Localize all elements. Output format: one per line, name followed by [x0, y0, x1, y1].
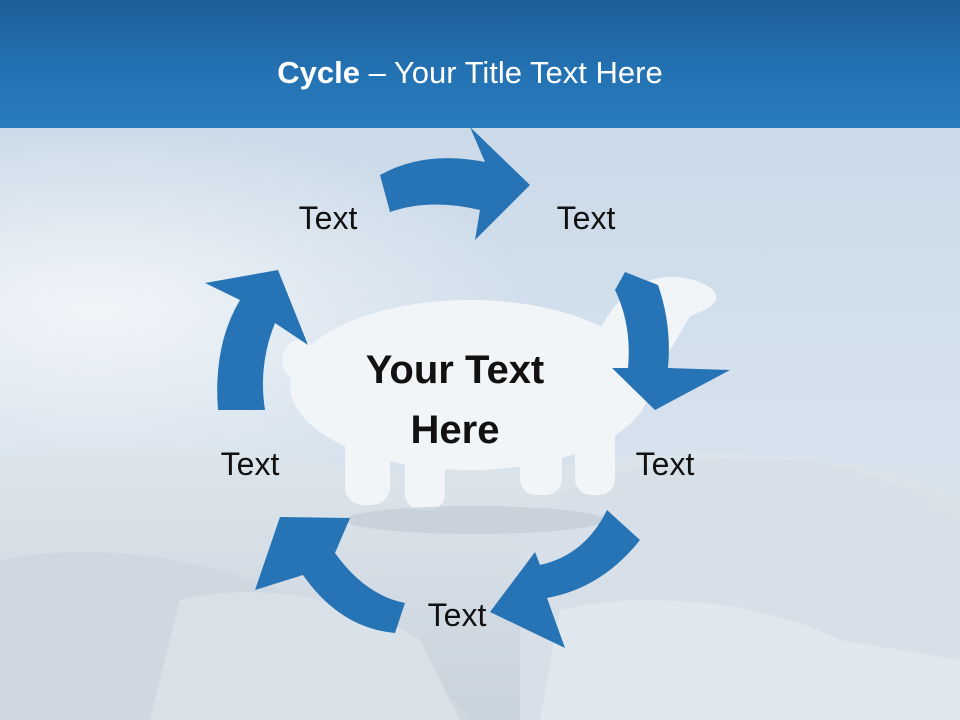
cycle-arrow-1 — [380, 127, 530, 240]
cycle-arrow-3 — [490, 510, 640, 648]
cycle-arrow-2 — [612, 272, 730, 410]
cycle-arrow-5 — [205, 270, 308, 410]
title-band — [0, 0, 960, 128]
cycle-node-3: Text — [635, 446, 695, 482]
center-line-1: Your Text — [365, 348, 545, 392]
cycle-node-2: Text — [556, 200, 616, 236]
slide-title: Cycle – Your Title Text Here — [0, 55, 940, 91]
cycle-node-1: Text — [298, 200, 358, 236]
title-bold: Cycle — [277, 55, 360, 90]
cycle-node-5: Text — [220, 446, 280, 482]
center-line-2: Here — [410, 408, 500, 452]
center-text: Your Text Here — [355, 340, 555, 460]
title-rest: – Your Title Text Here — [360, 55, 663, 90]
cycle-node-4: Text — [427, 597, 487, 633]
cycle-arrow-4 — [255, 517, 405, 633]
